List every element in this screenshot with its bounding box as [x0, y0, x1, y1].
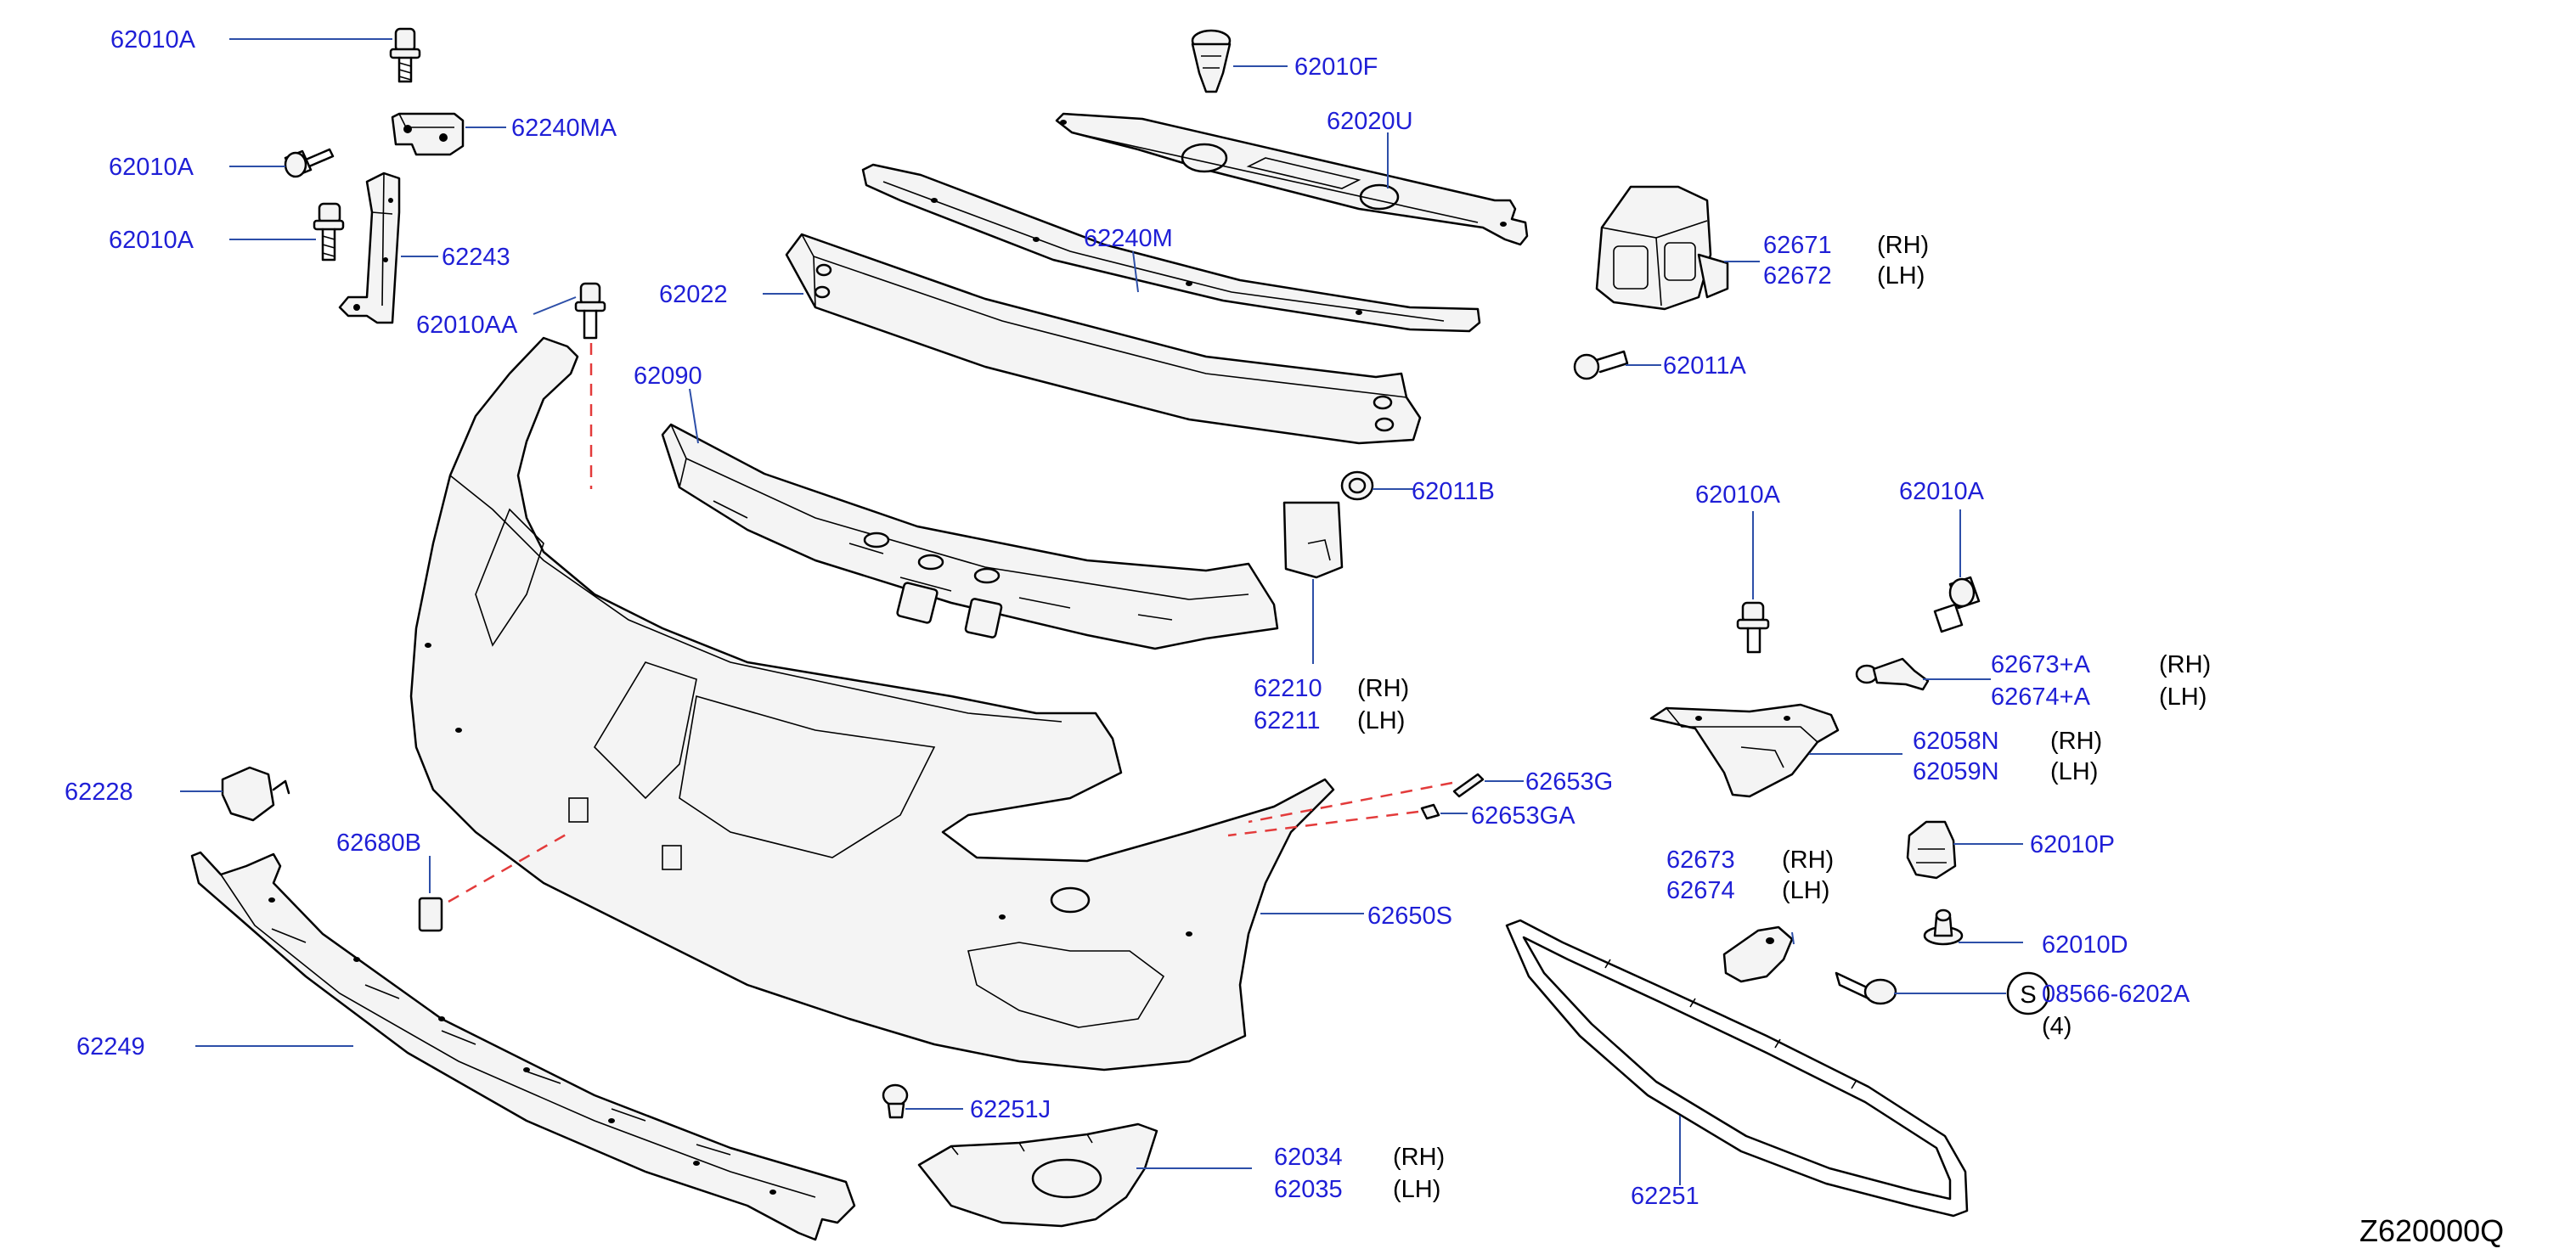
label-62653g: 62653G [1525, 768, 1613, 796]
assembly-line-62653g [1248, 781, 1453, 824]
reinforcement-62240m [861, 163, 1481, 333]
label-62010p: 62010P [2030, 831, 2115, 858]
side-label-62672: (LH) [1877, 262, 1925, 290]
clip-62653g [1452, 773, 1485, 798]
label-62210: 62210 [1254, 675, 1322, 702]
label-62034: 62034 [1274, 1144, 1343, 1171]
label-62010a-right-2: 62010A [1899, 478, 1985, 505]
clip-62653ga [1420, 803, 1440, 820]
label-62674: 62674 [1666, 877, 1735, 904]
label-62673a: 62673+A [1991, 651, 2091, 678]
side-label-62211: (LH) [1357, 707, 1405, 734]
side-label-62210: (RH) [1357, 675, 1409, 702]
assembly-line-62680b [448, 832, 568, 903]
label-62251: 62251 [1631, 1183, 1699, 1210]
label-62010a-top: 62010A [110, 26, 196, 53]
sensor-bracket-62671 [1595, 185, 1729, 311]
label-62650s: 62650S [1367, 903, 1452, 930]
label-62010d: 62010D [2042, 931, 2128, 959]
label-62653ga: 62653GA [1471, 802, 1575, 830]
label-62090: 62090 [634, 363, 702, 390]
label-62211: 62211 [1254, 707, 1321, 734]
side-label-62035: (LH) [1393, 1176, 1440, 1203]
side-labels: (RH) (LH) (RH) (LH) (RH) (LH) (RH) (LH) … [1357, 232, 2211, 1203]
cap-62228 [221, 766, 290, 822]
bolt-62010aa [574, 282, 606, 340]
label-62243: 62243 [442, 244, 510, 271]
label-62251j: 62251J [970, 1096, 1051, 1123]
standard-part-symbol: S [2006, 971, 2050, 1015]
clip-62010f [1191, 29, 1232, 93]
clip-62010d [1923, 908, 1964, 946]
label-62673: 62673 [1666, 847, 1735, 874]
label-62010a-third: 62010A [109, 227, 194, 254]
label-62058n: 62058N [1913, 728, 1999, 755]
label-quantity: (4) [2042, 1013, 2072, 1040]
assembly-lines [448, 343, 1453, 903]
bolt-62010a-top [389, 27, 421, 83]
bumper-beam-62022 [785, 233, 1422, 445]
side-label-62674: (LH) [1782, 877, 1829, 904]
side-label-62673: (RH) [1782, 847, 1834, 874]
label-62059n: 62059N [1913, 758, 1999, 785]
side-label-62059n: (LH) [2050, 758, 2098, 785]
part-labels: 62010A 62240MA 62010A 62010A 62243 62010… [65, 26, 2190, 1210]
label-62671: 62671 [1763, 232, 1832, 259]
label-62240m: 62240M [1084, 225, 1173, 252]
bolt-62010a-third [313, 202, 345, 262]
fog-lamp-cover-62034 [917, 1122, 1158, 1228]
label-62240ma: 62240MA [511, 115, 617, 142]
screw-08566-6202a [1835, 971, 1897, 1005]
bracket-62058n [1649, 703, 1840, 798]
bracket-62240ma [391, 112, 465, 156]
label-62010a-right-1: 62010A [1695, 481, 1781, 509]
grommet-62011b [1340, 470, 1374, 501]
side-label-62058n: (RH) [2050, 728, 2102, 755]
label-62674a: 62674+A [1991, 683, 2091, 711]
label-62010a-second: 62010A [109, 154, 194, 181]
support-62090 [661, 423, 1279, 650]
label-62228: 62228 [65, 779, 133, 806]
label-62010f: 62010F [1294, 53, 1378, 81]
side-label-62671: (RH) [1877, 232, 1929, 259]
label-62249: 62249 [76, 1033, 145, 1060]
side-label-62674a: (LH) [2159, 683, 2207, 711]
label-08566-6202a: 08566-6202A [2042, 981, 2190, 1008]
label-62022: 62022 [659, 281, 728, 308]
standard-part-symbol-letter: S [2020, 982, 2036, 1009]
bolt-62011a [1573, 350, 1629, 380]
label-62010aa: 62010AA [416, 312, 518, 339]
bracket-62243 [338, 172, 401, 324]
label-62672: 62672 [1763, 262, 1832, 290]
side-label-62034: (RH) [1393, 1144, 1445, 1171]
bolt-62010a-second [284, 148, 335, 178]
side-label-62673a: (RH) [2159, 651, 2211, 678]
clip-62251j [882, 1083, 909, 1119]
assembly-line-62653ga [1227, 810, 1419, 837]
clip-62673a [1855, 657, 1930, 691]
lower-cover-62249 [190, 851, 856, 1241]
clip-62680b [418, 897, 443, 932]
upper-support-62020u [1055, 112, 1529, 246]
label-62011b: 62011B [1412, 478, 1495, 505]
grille-frame-62251 [1505, 919, 1969, 1218]
clip-62010p [1906, 820, 1957, 880]
leader-lines [180, 38, 2023, 1185]
label-62680b: 62680B [336, 830, 421, 857]
bumper-fascia-62650s [409, 336, 1335, 1072]
bolt-62010a-right-2 [1933, 576, 1981, 633]
bracket-62673 [1722, 925, 1794, 983]
label-62035: 62035 [1274, 1176, 1343, 1203]
label-62020u: 62020U [1327, 108, 1413, 135]
label-62011a: 62011A [1663, 352, 1746, 380]
bolt-62010a-right-1 [1736, 601, 1770, 654]
bracket-62210 [1282, 501, 1344, 579]
diagram-reference-code: Z620000Q [2359, 1213, 2504, 1248]
